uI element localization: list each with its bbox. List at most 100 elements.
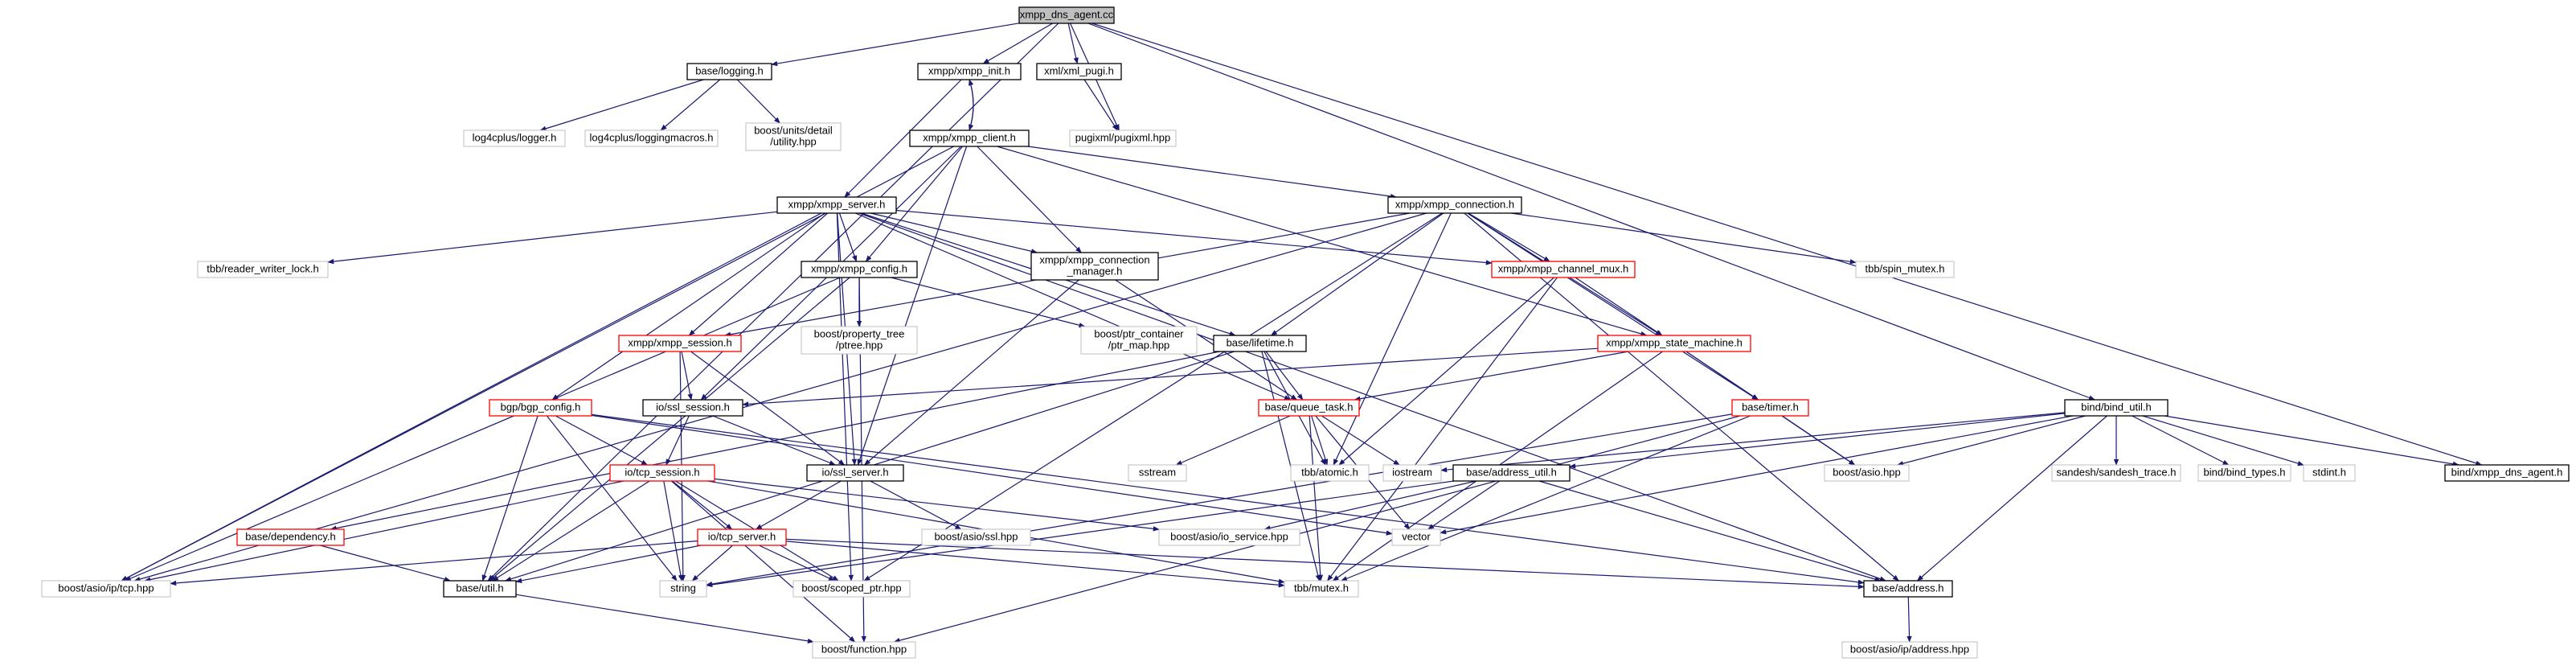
- node-label: bind/bind_types.h: [2204, 466, 2286, 478]
- node-base-address[interactable]: base/address.h: [1863, 580, 1953, 598]
- node-tbb-spin-mutex: tbb/spin_mutex.h: [1855, 261, 1955, 278]
- node-tcp-server[interactable]: io/tcp_server.h: [697, 528, 787, 546]
- edge-base_timer-to-boost_function: [893, 415, 1741, 643]
- node-lifetime[interactable]: base/lifetime.h: [1213, 335, 1307, 352]
- node-label: stdint.h: [2312, 466, 2346, 478]
- edge-xmpp_config-to-boost_tcp: [124, 277, 841, 582]
- node-boost-tcp: boost/asio/ip/tcp.hpp: [41, 580, 171, 598]
- edge-xmpp_channel_mux-to-xmpp_state_machine: [1575, 277, 1663, 336]
- node-xmpp-init[interactable]: xmpp/xmpp_init.h: [917, 63, 1022, 80]
- node-label: io/tcp_session.h: [625, 466, 699, 478]
- node-label: base/address_util.h: [1466, 466, 1557, 478]
- node-ssl-session[interactable]: io/ssl_session.h: [642, 399, 743, 417]
- node-boost-function: boost/function.hpp: [812, 641, 916, 659]
- edge-xmpp_server-to-xmpp_session: [688, 212, 829, 336]
- node-box: [697, 528, 787, 546]
- node-string: string: [659, 580, 707, 598]
- node-label: xmpp_dns_agent.cc: [1020, 8, 1114, 20]
- node-xmpp-state-machine[interactable]: xmpp/xmpp_state_machine.h: [1597, 335, 1751, 352]
- node-label: string: [670, 582, 696, 594]
- edge-tcp_server-to-tbb_mutex: [785, 541, 1285, 588]
- node-box: [659, 580, 707, 598]
- node-xmpp-dns-agent-h[interactable]: bind/xmpp_dns_agent.h: [2444, 464, 2570, 482]
- edge-xmpp_channel_mux-to-tbb_atomic: [1338, 277, 1554, 466]
- edge-xmpp_server-to-xmpp_channel_mux: [895, 209, 1493, 265]
- node-tcp-session[interactable]: io/tcp_session.h: [609, 464, 715, 482]
- node-label: pugixml/pugixml.hpp: [1075, 131, 1171, 143]
- node-label: base/lifetime.h: [1227, 336, 1294, 348]
- node-box: [1597, 335, 1751, 352]
- node-xmpp-channel-mux[interactable]: xmpp/xmpp_channel_mux.h: [1491, 261, 1636, 278]
- node-base-dependency[interactable]: base/dependency.h: [236, 528, 345, 546]
- edge-xmpp_config-to-base_util: [489, 277, 850, 582]
- node-vector: vector: [1391, 528, 1441, 546]
- edge-bind_util-to-boost_asio: [1897, 415, 2086, 467]
- node-box: [1391, 528, 1441, 546]
- node-iostream: iostream: [1382, 464, 1442, 482]
- edge-queue_task-to-tbb_atomic: [1311, 415, 1329, 466]
- node-label: boost/asio/ssl.hpp: [934, 530, 1018, 542]
- node-boost-asio: boost/asio.hpp: [1824, 464, 1910, 482]
- edge-base_timer-to-string: [706, 413, 1733, 587]
- node-boost-ip-address: boost/asio/ip/address.hpp: [1841, 641, 1978, 659]
- node-box: [1030, 252, 1159, 281]
- edge-logging-to-boost_units: [736, 79, 780, 124]
- node-logging[interactable]: base/logging.h: [686, 63, 772, 80]
- edge-queue_task-to-sstream: [1175, 415, 1291, 466]
- node-ssl-server[interactable]: io/ssl_server.h: [806, 464, 904, 482]
- node-label: bind/bind_util.h: [2081, 401, 2151, 413]
- node-label: boost/property_tree: [814, 327, 905, 339]
- node-label: xmpp/xmpp_server.h: [788, 198, 886, 210]
- node-xmpp-session[interactable]: xmpp/xmpp_session.h: [618, 335, 742, 352]
- node-label: base/util.h: [456, 582, 503, 594]
- node-label: sstream: [1139, 466, 1176, 478]
- node-base-timer[interactable]: base/timer.h: [1731, 399, 1809, 417]
- node-label: boost/asio/io_service.hpp: [1170, 530, 1288, 542]
- node-box: [1863, 580, 1953, 598]
- node-label: xml/xml_pugi.h: [1044, 64, 1114, 76]
- edge-xml_pugi-to-pugixml: [1083, 79, 1118, 131]
- node-box: [921, 528, 1031, 546]
- node-boost-ptree: boost/property_tree/ptree.hpp: [801, 326, 918, 355]
- node-sstream: sstream: [1128, 464, 1187, 482]
- node-label: boost/asio/ip/tcp.hpp: [58, 582, 154, 594]
- node-base-util[interactable]: base/util.h: [443, 580, 517, 598]
- node-address-util[interactable]: base/address_util.h: [1452, 464, 1571, 482]
- node-queue-task[interactable]: base/queue_task.h: [1258, 399, 1360, 417]
- node-boost-ptr-map: boost/ptr_container/ptr_map.hpp: [1080, 326, 1198, 355]
- edge-tcp_session-to-boost_function: [671, 480, 856, 643]
- node-xmpp-server[interactable]: xmpp/xmpp_server.h: [776, 196, 897, 214]
- node-box: [236, 528, 345, 546]
- edge-xmpp_client-to-xmpp_conn_manager: [977, 146, 1082, 253]
- node-box: [1080, 326, 1198, 355]
- edge-xmpp_connection-to-lifetime: [1270, 212, 1444, 336]
- node-bind-util[interactable]: bind/bind_util.h: [2064, 399, 2169, 417]
- node-xmpp-connection[interactable]: xmpp/xmpp_connection.h: [1387, 196, 1522, 214]
- node-label: base/dependency.h: [245, 530, 336, 542]
- node-box: [806, 464, 904, 482]
- node-label: xmpp/xmpp_init.h: [928, 64, 1010, 76]
- node-xmpp-client[interactable]: xmpp/xmpp_client.h: [909, 130, 1030, 147]
- node-label: boost/scoped_ptr.hpp: [801, 582, 901, 594]
- node-label: xmpp/xmpp_session.h: [628, 336, 731, 348]
- node-label: bind/xmpp_dns_agent.h: [2451, 466, 2563, 478]
- node-label: base/address.h: [1873, 582, 1944, 594]
- node-bgp-config[interactable]: bgp/bgp_config.h: [489, 399, 592, 417]
- node-label: iostream: [1392, 466, 1432, 478]
- edge-tcp_server-to-base_util: [515, 545, 702, 583]
- edge-address_util-to-string: [706, 480, 1454, 588]
- edge-xmpp_state_machine-to-queue_task: [1354, 351, 1629, 401]
- node-box: [2303, 464, 2356, 482]
- edge-xmpp_connection-to-tbb_atomic: [1333, 212, 1452, 466]
- node-label: tbb/reader_writer_lock.h: [207, 262, 318, 274]
- edge-xmpp_conn_manager-to-ssl_server: [863, 279, 1079, 466]
- node-xmpp-conn-manager[interactable]: xmpp/xmpp_connection_manager.h: [1030, 252, 1159, 281]
- node-xml-pugi[interactable]: xml/xml_pugi.h: [1036, 63, 1122, 80]
- node-label: xmpp/xmpp_config.h: [811, 262, 907, 274]
- node-box: [609, 464, 715, 482]
- edge-xmpp_connection-to-base_timer: [1467, 212, 1759, 401]
- node-tbb-rw-lock: tbb/reader_writer_lock.h: [197, 261, 329, 278]
- node-label: boost/units/detail: [754, 124, 833, 136]
- node-xmpp-config[interactable]: xmpp/xmpp_config.h: [801, 261, 918, 278]
- node-box: [792, 580, 911, 598]
